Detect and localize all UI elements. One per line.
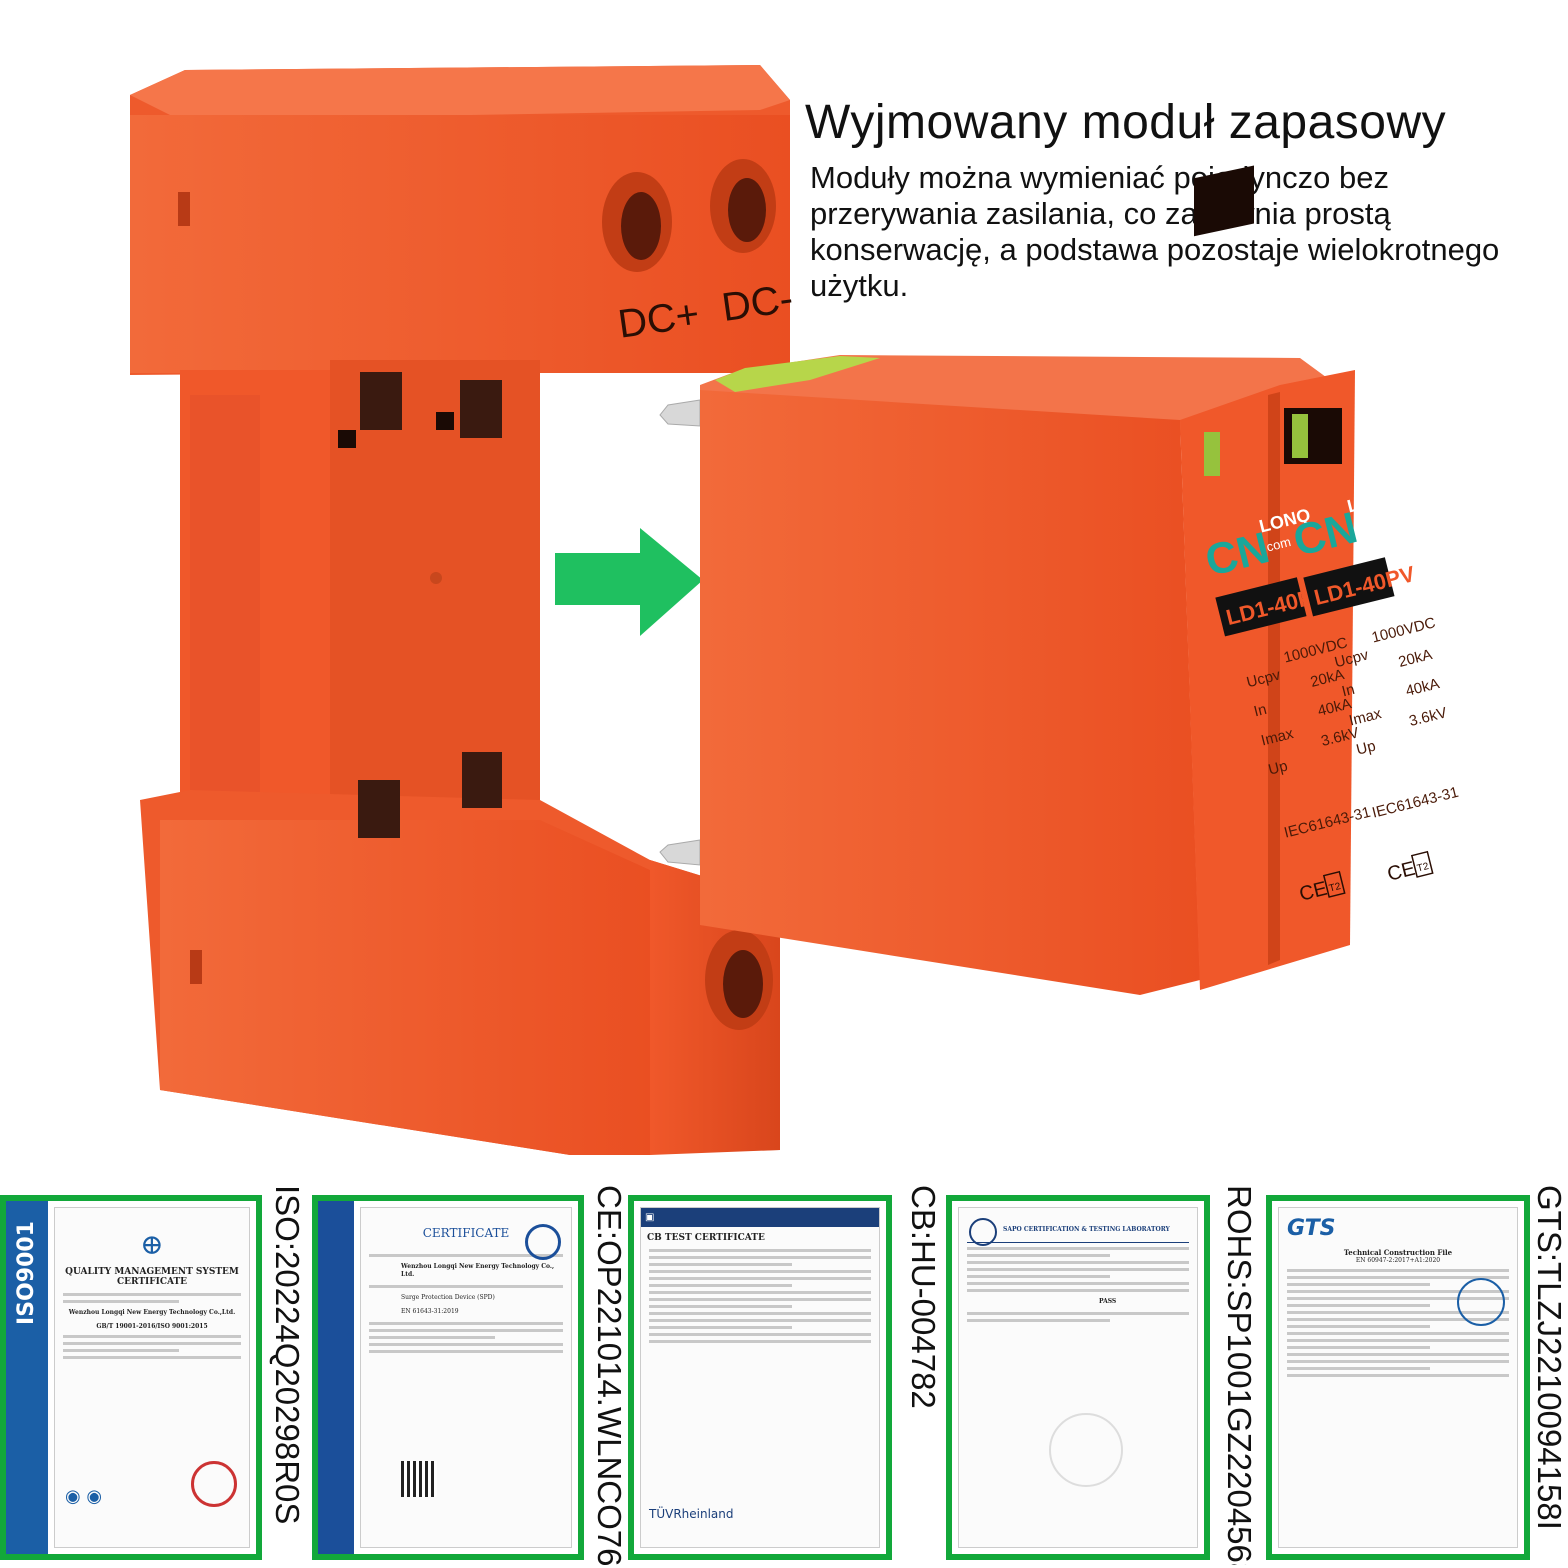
svg-text:1000VDC: 1000VDC <box>1370 614 1437 646</box>
certificate-label-gts: GTS:TLZJ2210094158I <box>1534 1185 1568 1530</box>
gts-cert-title: Technical Construction File <box>1343 1248 1453 1257</box>
ce-side-band <box>318 1201 354 1554</box>
brand-com-1: com <box>1265 534 1292 554</box>
svg-text:20kA: 20kA <box>1397 646 1434 671</box>
iso-side-band: ISO9001 <box>6 1201 48 1554</box>
certificate-ce[interactable]: CERTIFICATE Wenzhou Longqi New Energy Te… <box>312 1195 584 1560</box>
tuv-brand: TÜVRheinland <box>649 1507 734 1521</box>
iso-company: Wenzhou Longqi New Energy Technology Co.… <box>68 1309 236 1316</box>
iec-header-icon: ▣ <box>641 1208 879 1227</box>
base-unit: DC+ DC- <box>130 65 796 1155</box>
sapo-logo-icon <box>969 1218 997 1246</box>
iso-cert-title: QUALITY MANAGEMENT SYSTEM CERTIFICATE <box>65 1267 239 1287</box>
insert-arrow <box>555 528 703 636</box>
headline: Wyjmowany moduł zapasowy <box>805 96 1447 149</box>
certificate-cb[interactable]: ▣ CB TEST CERTIFICATE TÜVRheinland <box>628 1195 892 1560</box>
rohs-cert-title: SAPO CERTIFICATION & TESTING LABORATORY <box>967 1218 1189 1243</box>
certificate-rohs[interactable]: SAPO CERTIFICATION & TESTING LABORATORY … <box>946 1195 1210 1560</box>
gts-stamp-icon <box>1457 1278 1505 1326</box>
svg-text:In: In <box>1252 701 1268 721</box>
qr-code-icon <box>401 1461 437 1497</box>
gts-brand: GTS <box>1287 1216 1336 1241</box>
cb-cert-title: CB TEST CERTIFICATE <box>647 1233 765 1243</box>
svg-text:In: In <box>1340 681 1356 701</box>
ecm-logo-icon <box>525 1224 561 1260</box>
svg-text:Up: Up <box>1267 757 1290 778</box>
brand-com-2: com <box>1353 514 1380 534</box>
iso-side-tag: ISO9001 <box>14 1221 39 1325</box>
certificate-label-ce: CE:OP221014.WLNCO76 <box>591 1185 628 1565</box>
stamp-icon <box>191 1461 237 1507</box>
rohs-result: PASS <box>1099 1298 1117 1305</box>
svg-text:Imax: Imax <box>1347 705 1383 729</box>
svg-text:Up: Up <box>1355 737 1378 758</box>
svg-text:3.6kV: 3.6kV <box>1407 704 1448 730</box>
watermark-seal-icon <box>1049 1413 1123 1487</box>
ce-product: Surge Protection Device (SPD) <box>401 1294 495 1301</box>
certificate-iso[interactable]: ISO9001 ⊕ QUALITY MANAGEMENT SYSTEM CERT… <box>0 1195 262 1560</box>
svg-text:T2: T2 <box>1416 861 1430 875</box>
svg-text:IEC61643-31: IEC61643-31 <box>1370 784 1460 822</box>
spd-module: CN LONQ com LD1-40PV Ucpv In Imax Up 100… <box>659 165 1460 995</box>
certificate-gts[interactable]: GTS Technical Construction File EN 60947… <box>1266 1195 1530 1560</box>
terminal-label-dc-minus: DC- <box>719 277 796 330</box>
seal-icon: ⊕ <box>140 1228 164 1261</box>
ce-company: Wenzhou Longqi New Energy Technology Co.… <box>401 1263 555 1278</box>
description: Moduły można wymieniać pojedynczo bez pr… <box>810 160 1500 303</box>
svg-text:40kA: 40kA <box>1404 675 1441 700</box>
ce-standard: EN 61643-31:2019 <box>401 1308 459 1315</box>
certificate-label-cb: CB:HU-004782 <box>905 1185 942 1409</box>
iaf-logo-icon: ◉ ◉ <box>65 1486 103 1507</box>
gts-standard: EN 60947-2:2017+A1:2020 <box>1355 1257 1441 1264</box>
svg-text:T2: T2 <box>1328 881 1342 895</box>
certificate-label-rohs: ROHS:SP1001GZ2204568 <box>1221 1185 1258 1565</box>
iso-standard: GB/T 19001-2016/ISO 9001:2015 <box>96 1323 208 1330</box>
svg-text:CE: CE <box>1385 858 1417 886</box>
product-illustration: DC+ DC- <box>130 65 1460 1155</box>
certificate-label-iso: ISO:20224Q20298R0S <box>269 1185 306 1525</box>
ce-cert-title: CERTIFICATE <box>422 1226 510 1240</box>
